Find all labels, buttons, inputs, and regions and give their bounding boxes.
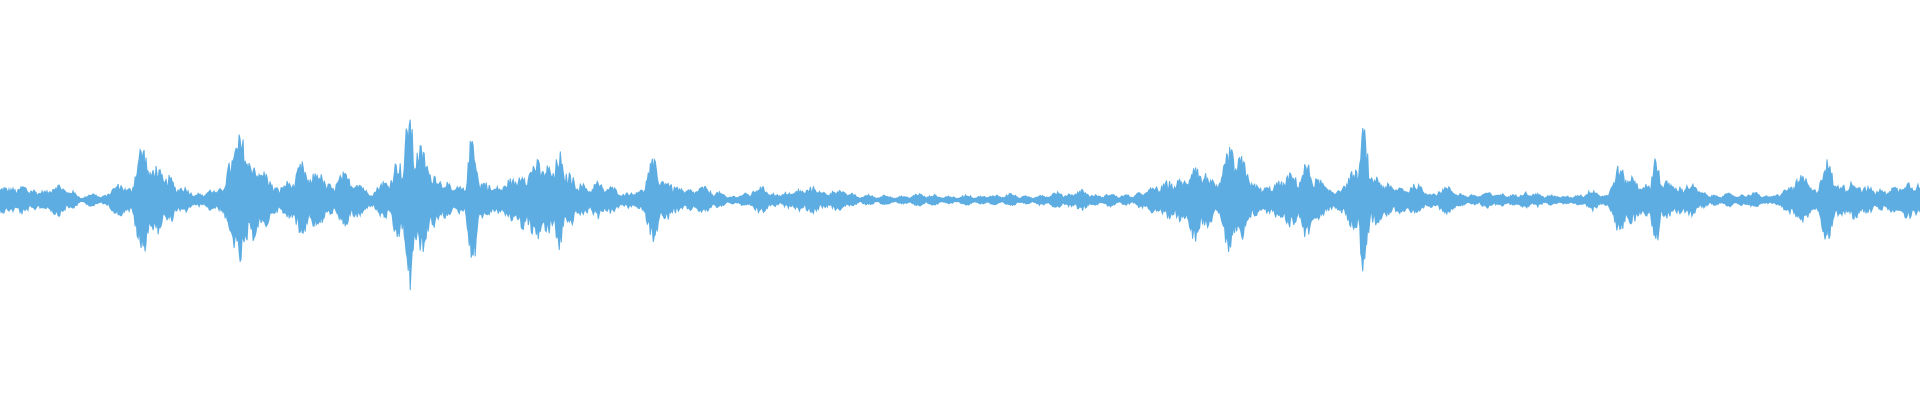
waveform-trace [0, 119, 1920, 291]
